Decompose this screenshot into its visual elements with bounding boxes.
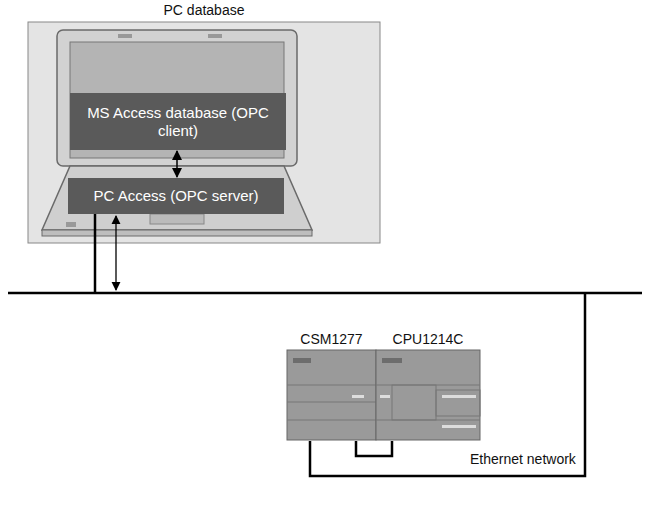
box-label: PC Access (OPC server) [93,187,258,205]
pc-panel-node: PC databaseMS Access database (OPC clien… [28,22,380,243]
module-node: CSM1277 [287,350,376,440]
node-heading: PC database [28,2,380,18]
node-heading: CPU1214C [376,331,480,347]
ethernet-bus [8,292,642,295]
cpu-module [376,350,480,440]
process-box: MS Access database (OPC client) [70,93,286,150]
data-arrow [115,216,116,290]
node-heading: CSM1277 [287,331,376,347]
laptop-lid [57,30,297,166]
pc-cable [94,213,97,293]
pc-panel [28,22,380,243]
module-node: CPU1214C [376,350,480,440]
process-box: PC Access (OPC server) [68,178,284,214]
box-label: MS Access database (OPC client) [76,104,280,140]
data-arrow [176,151,178,177]
network-label: Ethernet network [470,451,576,467]
module-link [356,441,392,456]
csm-module [287,350,376,440]
